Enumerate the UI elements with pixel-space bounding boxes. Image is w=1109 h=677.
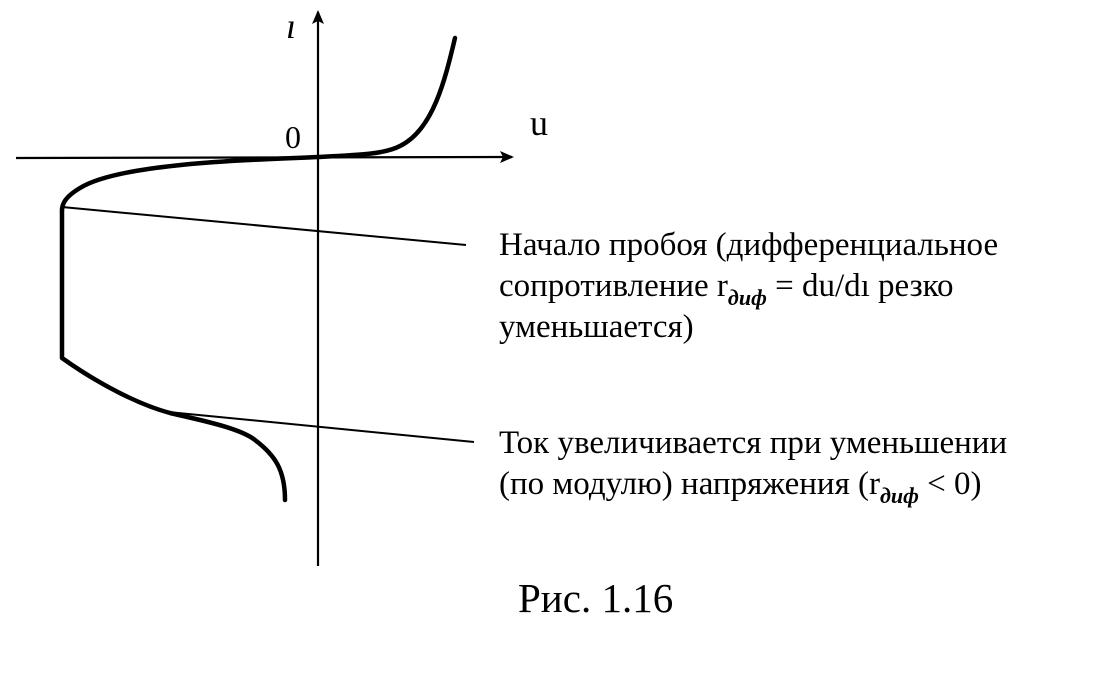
annotation-line: уменьшается) [499,309,694,345]
annotation-text: (по модулю) напряжения (r [499,466,880,502]
origin-label: 0 [285,119,301,155]
subscript-dif: диф [879,483,919,508]
annotation-text: = du/dı резко [766,268,954,304]
annotation-text: сопротивление r [499,268,728,304]
subscript-dif: диф [727,285,767,310]
annotation-breakdown-start: Начало пробоя (дифференциальное сопротив… [499,225,998,348]
i-axis-label: ı [286,6,296,46]
annotation-text: < 0) [918,466,982,502]
u-axis-label: u [530,103,548,143]
figure-caption: Рис. 1.16 [518,575,674,621]
annotation-line: (по модулю) напряжения (rдиф < 0) [499,464,1007,508]
annotation-negative-resistance: Ток увеличивается при уменьшении (по мод… [499,423,1008,508]
annotation-line: Начало пробоя (дифференциальное [499,227,999,263]
iv-curve [59,35,458,503]
annotation-line: сопротивление rдиф = du/dı резко [499,266,998,310]
annotation-line: Ток увеличивается при уменьшении [499,425,1008,461]
leader-line-negative-resistance [167,411,475,443]
leader-line-breakdown-start [61,206,467,246]
